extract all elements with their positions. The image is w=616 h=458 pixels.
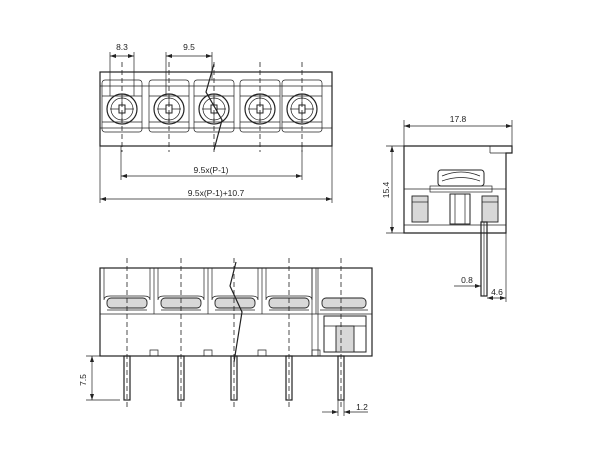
dim-pin-offset: 0.8 <box>461 275 473 285</box>
front-cell <box>211 268 263 314</box>
front-view-pins <box>123 258 345 408</box>
front-view: 7.5 1.2 <box>78 258 373 416</box>
top-view-body <box>99 71 333 147</box>
dim-pitch-edge: 8.3 <box>116 42 128 52</box>
dim-pitch: 9.5 <box>183 42 195 52</box>
side-clamp-left <box>411 195 429 223</box>
top-view: 8.3 9.5 9.5x(P-1) 9.5x(P-1)+10.7 <box>99 42 333 203</box>
dim-pin-distance: 4.6 <box>491 287 503 297</box>
top-screw-cell <box>281 62 323 152</box>
front-pin <box>337 258 345 408</box>
front-break-mark <box>229 261 243 363</box>
front-pin <box>123 258 131 408</box>
front-pin <box>177 258 185 408</box>
dim-inner-span: 9.5x(P-1) <box>194 165 229 175</box>
top-screw-cell <box>193 62 235 152</box>
break-mark <box>205 63 223 151</box>
front-cell <box>320 297 368 311</box>
top-view-screws <box>101 62 323 152</box>
side-clamp-right <box>481 195 499 223</box>
front-cell <box>157 268 209 314</box>
top-screw-cell <box>101 62 143 152</box>
front-cell <box>265 268 317 314</box>
front-pin <box>230 258 238 408</box>
dim-side-height: 15.4 <box>381 181 391 198</box>
top-screw-cell <box>148 62 190 152</box>
side-screw-head <box>437 169 485 187</box>
dim-overall-width: 9.5x(P-1)+10.7 <box>188 188 245 198</box>
dim-pin-length: 7.5 <box>78 374 88 386</box>
dim-side-width: 17.8 <box>450 114 467 124</box>
front-view-cells <box>103 268 368 314</box>
front-pin <box>285 258 293 408</box>
top-screw-cell <box>239 62 281 152</box>
side-view: 17.8 15.4 0.8 <box>381 114 513 302</box>
side-screw-body <box>449 193 471 225</box>
dim-pin-width: 1.2 <box>356 402 368 412</box>
front-cell <box>103 268 155 314</box>
